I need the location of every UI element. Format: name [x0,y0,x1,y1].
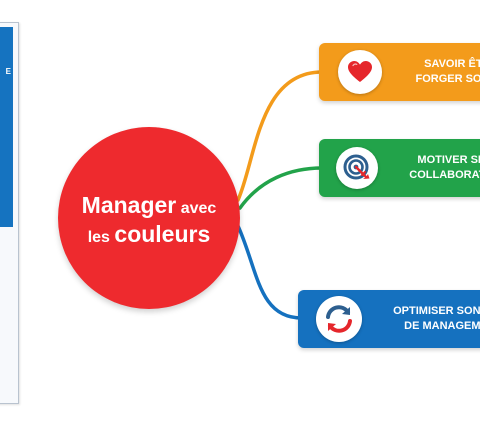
center-word-couleurs: couleurs [114,221,211,247]
branch-motiver-label: MOTIVER SES COLLABORATEU [375,153,480,183]
connector-green [238,166,324,210]
branch-optimiser: OPTIMISER SON PR DE MANAGEME [298,290,480,348]
branch-motiver-line1: MOTIVER SES [417,154,480,167]
connector-orange [236,70,324,202]
connector-blue [236,224,304,320]
branch-motiver: MOTIVER SES COLLABORATEU [319,139,480,197]
document-cover: E [0,22,19,404]
heart-icon [338,50,382,94]
refresh-cycle-icon [316,296,362,342]
branch-savoir-etre: SAVOIR ÊTRE FORGER SON ST [319,43,480,101]
branch-optimiser-label: OPTIMISER SON PR DE MANAGEME [366,304,480,334]
branch-motiver-line2: COLLABORATEU [409,169,480,181]
branch-savoir-etre-line1: SAVOIR ÊTRE [424,58,480,71]
cover-blue-band: E [0,27,13,227]
branch-savoir-etre-line2: FORGER SON ST [415,73,480,85]
branch-savoir-etre-label: SAVOIR ÊTRE FORGER SON ST [381,57,480,87]
center-word-avec: avec [180,200,217,218]
branch-optimiser-line1: OPTIMISER SON PR [393,305,480,318]
branch-optimiser-line2: DE MANAGEME [404,320,480,332]
target-icon [336,147,378,189]
central-topic: Manager avec les couleurs [58,127,240,309]
cover-band-text: E [5,67,11,76]
center-word-les: les [87,229,110,246]
center-word-manager: Manager [81,192,177,219]
